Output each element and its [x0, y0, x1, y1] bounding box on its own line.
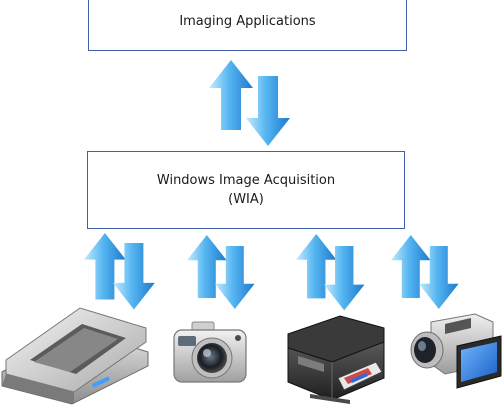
bidirectional-arrow-printer	[296, 234, 365, 311]
bidirectional-arrow-camera	[187, 235, 255, 309]
wia-label-line2: (WIA)	[228, 192, 264, 207]
imaging-applications-label: Imaging Applications	[179, 13, 316, 29]
all-in-one-printer-icon	[287, 315, 385, 404]
flatbed-scanner-icon	[1, 307, 149, 405]
bidirectional-arrow-scanner	[84, 233, 155, 310]
bidirectional-arrow-apps-wia	[209, 60, 290, 146]
wia-box: Windows Image Acquisition (WIA)	[87, 151, 405, 229]
digital-camera-icon	[173, 321, 247, 383]
imaging-applications-box: Imaging Applications	[88, 0, 407, 51]
video-camcorder-icon	[410, 313, 502, 389]
bidirectional-arrow-camcorder	[391, 235, 459, 309]
wia-label-line1: Windows Image Acquisition	[156, 173, 336, 188]
